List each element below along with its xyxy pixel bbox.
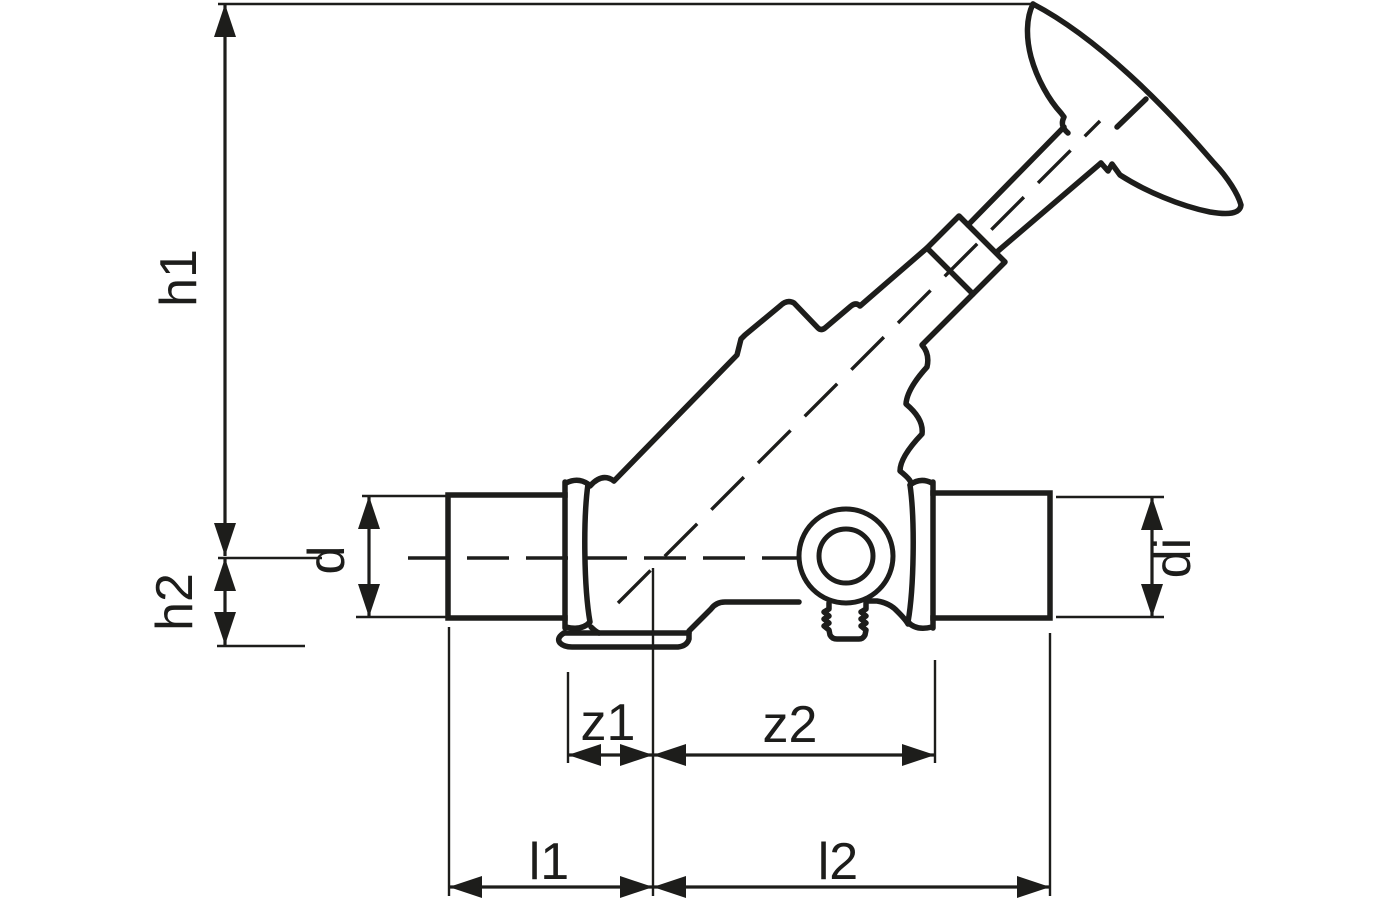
dim-l1: l1 [449,833,653,898]
drain-boss-inner [816,526,876,586]
dim-label-l2: l2 [818,833,858,891]
dim-label-z1: z1 [581,694,636,752]
dim-di: di [1141,497,1202,617]
dim-h2: h2 [146,558,236,645]
dim-label-l1: l1 [529,833,569,891]
left-pipe [445,477,593,631]
dim-label-d: d [298,546,356,575]
handwheel [1024,1,1244,217]
valve-stem [965,124,1104,254]
dim-label-h2: h2 [146,573,204,631]
centerline-stem [616,119,1102,605]
valve-figure [408,1,1244,650]
dim-label-di: di [1144,538,1202,578]
drain-port [796,506,896,642]
valve-body-outline-right [897,291,976,488]
drain-boss-outer [796,506,896,606]
dim-z1: z1 [568,694,653,766]
dimension-annotations: h1 h2 d di z1 z2 l1 [146,2,1202,898]
dim-h1: h1 [150,4,236,556]
bonnet-collar [924,213,1008,297]
centerlines [408,119,1102,605]
dim-l2: l2 [653,833,1050,898]
dim-label-h1: h1 [150,249,208,307]
extension-lines [217,2,1164,896]
drain-spout [821,600,869,642]
valve-body-outline-bottom [686,599,802,634]
dim-z2: z2 [653,696,935,766]
dim-d: d [298,496,380,617]
right-pipe [905,477,1053,631]
dim-label-z2: z2 [763,696,818,754]
valve-foot [555,624,692,650]
valve-body-outline-left [587,245,930,489]
handwheel-rim-line [1114,96,1149,130]
